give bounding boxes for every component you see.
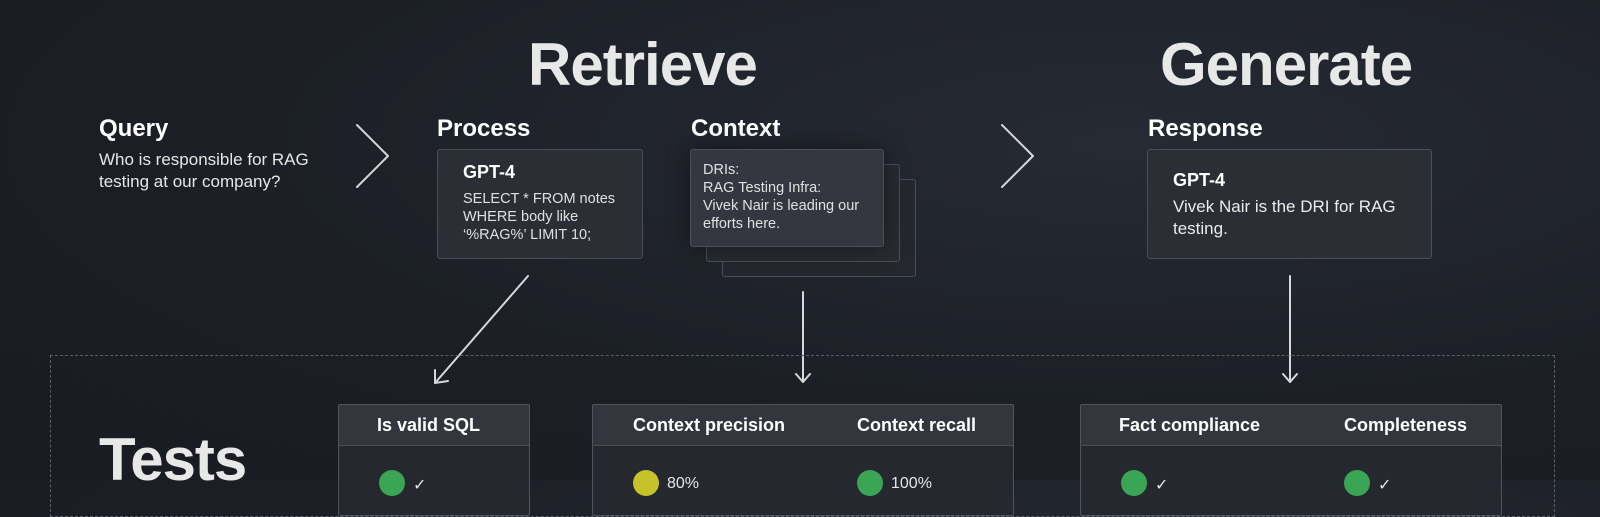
test-label-valid-sql: Is valid SQL bbox=[377, 415, 481, 435]
context-line4: efforts here. bbox=[703, 216, 781, 232]
test-label-context-recall: Context recall bbox=[857, 415, 977, 435]
context-line3: Vivek Nair is leading our bbox=[703, 198, 860, 214]
test-card-context: Context precision Context recall 80% 100… bbox=[592, 404, 1014, 516]
response-model: GPT-4 bbox=[1173, 170, 1226, 190]
context-label: Context bbox=[691, 115, 781, 142]
pass-status-icon-recall bbox=[857, 470, 883, 496]
process-label: Process bbox=[437, 115, 531, 142]
process-sql-line2: WHERE body like bbox=[463, 209, 579, 225]
response-text: Vivek Nair is the DRI for RAG testing. bbox=[1173, 196, 1396, 240]
arrow-head-context bbox=[795, 373, 811, 383]
response-line1: Vivek Nair is the DRI for RAG bbox=[1173, 197, 1396, 216]
pass-status-icon bbox=[379, 470, 405, 496]
response-card: GPT-4 Vivek Nair is the DRI for RAG test… bbox=[1147, 149, 1432, 259]
pass-status-icon-completeness bbox=[1344, 470, 1370, 496]
test-header-context: Context precision Context recall bbox=[593, 405, 1013, 446]
test-card-response: Fact compliance Completeness ✓ ✓ bbox=[1080, 404, 1502, 516]
context-line1: DRIs: bbox=[703, 162, 740, 178]
query-text-line2: testing at our company? bbox=[99, 172, 281, 191]
process-model: GPT-4 bbox=[463, 162, 516, 182]
query-text: Who is responsible for RAG testing at ou… bbox=[99, 149, 309, 193]
process-sql-line1: SELECT * FROM notes bbox=[463, 191, 616, 207]
result-valid-sql: ✓ bbox=[413, 477, 427, 494]
process-sql: SELECT * FROM notes WHERE body like ‘%RA… bbox=[463, 190, 615, 244]
result-context-recall: 100% bbox=[891, 475, 932, 492]
process-sql-line3: ‘%RAG%’ LIMIT 10; bbox=[463, 227, 592, 243]
query-text-line1: Who is responsible for RAG bbox=[99, 150, 309, 169]
process-card: GPT-4 SELECT * FROM notes WHERE body lik… bbox=[437, 149, 643, 259]
test-label-fact-compliance: Fact compliance bbox=[1119, 415, 1261, 435]
pass-status-icon-fact bbox=[1121, 470, 1147, 496]
generate-title: Generate bbox=[1160, 31, 1413, 98]
response-label: Response bbox=[1148, 115, 1263, 142]
test-header-valid-sql: Is valid SQL bbox=[339, 405, 529, 446]
response-line2: testing. bbox=[1173, 219, 1228, 238]
result-completeness: ✓ bbox=[1378, 477, 1392, 494]
test-header-response: Fact compliance Completeness bbox=[1081, 405, 1501, 446]
chevron-right-icon bbox=[356, 124, 389, 188]
arrow-head-sql bbox=[434, 369, 449, 384]
flow-arrows bbox=[356, 124, 1298, 384]
test-label-context-precision: Context precision bbox=[633, 415, 786, 435]
test-label-completeness: Completeness bbox=[1344, 415, 1468, 435]
tests-title: Tests bbox=[99, 426, 247, 493]
arrow-head-response bbox=[1282, 373, 1298, 383]
result-fact-compliance: ✓ bbox=[1155, 477, 1169, 494]
context-card: DRIs: RAG Testing Infra: Vivek Nair is l… bbox=[690, 149, 884, 247]
test-card-valid-sql: Is valid SQL ✓ bbox=[338, 404, 530, 516]
query-label: Query bbox=[99, 115, 169, 142]
arrow-process-to-sql bbox=[434, 275, 529, 384]
context-text: DRIs: RAG Testing Infra: Vivek Nair is l… bbox=[703, 161, 859, 233]
context-line2: RAG Testing Infra: bbox=[703, 180, 822, 196]
retrieve-title: Retrieve bbox=[528, 31, 758, 98]
chevron-right-icon-2 bbox=[1001, 124, 1034, 188]
warn-status-icon bbox=[633, 470, 659, 496]
result-context-precision: 80% bbox=[667, 475, 700, 492]
